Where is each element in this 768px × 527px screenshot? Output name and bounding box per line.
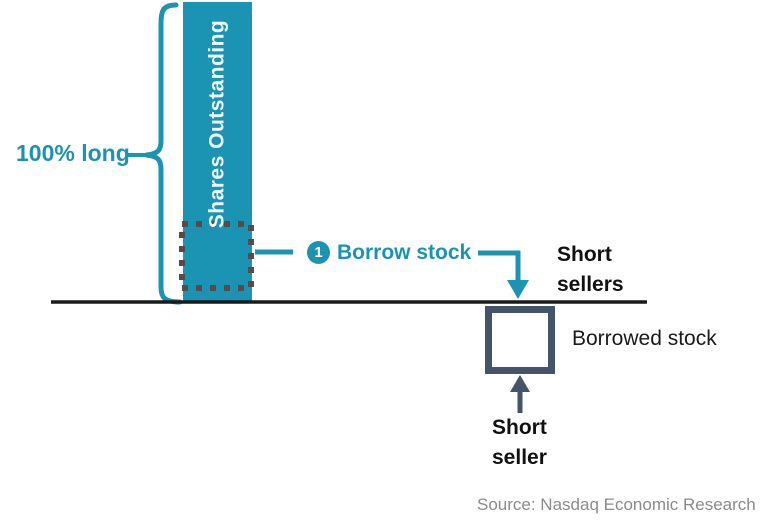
short-seller-line1: Short: [492, 416, 547, 439]
brace-shape: [145, 2, 183, 305]
borrowed-stock-label: Borrowed stock: [572, 327, 717, 350]
short-sellers-line2: sellers: [557, 273, 624, 296]
short-seller-arrowhead-up: [510, 375, 530, 392]
short-seller-line2: seller: [492, 446, 547, 469]
borrowed-stock-box: [485, 306, 555, 374]
borrowed-portion-dotted-box: [179, 221, 254, 291]
borrow-arrowhead-down: [507, 280, 529, 299]
step-1-number-badge: 1: [307, 241, 330, 264]
short-seller-label: Short seller: [492, 413, 547, 473]
hundred-percent-long-label: 100% long: [16, 140, 130, 166]
shares-outstanding-label: Shares Outstanding: [205, 19, 229, 229]
borrow-arrow-elbow: [478, 250, 521, 282]
shares-outstanding-label-wrap: Shares Outstanding: [183, 18, 252, 230]
short-sellers-label: Short sellers: [557, 240, 624, 300]
short-sellers-line1: Short: [557, 243, 612, 266]
borrow-stock-label: Borrow stock: [337, 241, 472, 264]
source-attribution: Source: Nasdaq Economic Research: [477, 495, 756, 514]
shares-outstanding-bar: [183, 2, 252, 302]
